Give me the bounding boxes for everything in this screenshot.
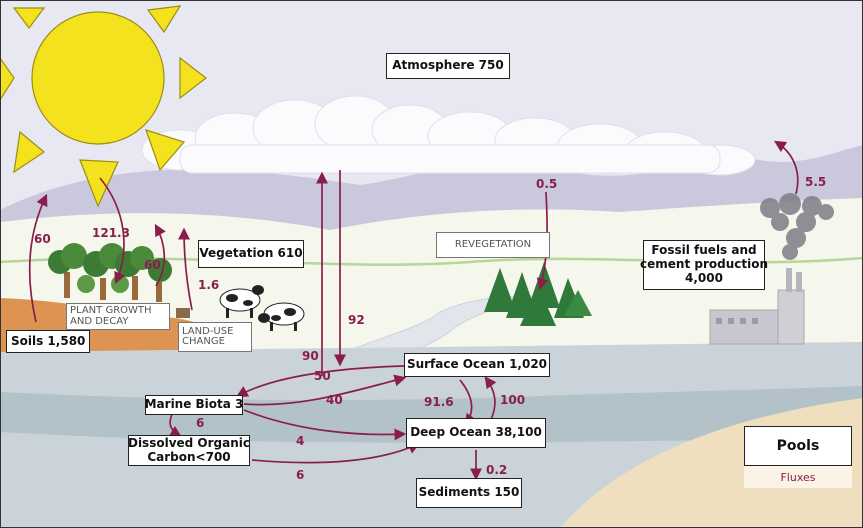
label-plant-growth-line1: PLANT GROWTH [70,305,152,316]
flux-biota-to-surface: 40 [326,393,343,407]
pool-soils-label: Soils 1,580 [11,333,86,348]
legend-pools-label: Pools [776,438,820,454]
flux-soil-respiration: 60 [34,232,51,246]
pool-fossil-fuels-line1: Fossil fuels and [651,243,757,258]
flux-deep-to-sediments: 0.2 [486,463,508,477]
pool-vegetation-label: Vegetation 610 [199,246,303,261]
flux-revegetation: 0.5 [536,177,558,191]
pine-trees-icon [484,262,592,326]
arrow-biota-to-doc [168,413,183,438]
cattle-icon [219,285,305,331]
arrow-fossil-emissions [773,140,799,195]
arrow-photosynthesis [99,177,126,285]
arrow-surface-to-biota [235,365,405,398]
land [0,198,863,360]
forest-icon [48,243,190,318]
label-plant-growth-and-decay: PLANT GROWTH AND DECAY [66,303,170,330]
label-land-use-line1: LAND-USE [182,325,234,337]
flux-surface-to-biota: 50 [314,369,331,383]
label-revegetation: REVEGETATION [436,232,550,258]
pool-doc-line1: Dissolved Organic [127,435,251,450]
label-land-use-line2: CHANGE [182,336,225,347]
label-land-use-change: LAND-USE CHANGE [178,322,252,352]
pool-vegetation: Vegetation 610 [198,240,304,268]
flux-deep-to-surface: 100 [500,393,526,407]
flux-biota-to-deep: 4 [296,434,305,448]
pool-surface-ocean-label: Surface Ocean 1,020 [406,357,548,372]
flux-land-use-change: 1.6 [198,278,220,292]
flux-surface-to-deep: 91.6 [424,395,454,409]
arrow-doc-to-deep [251,442,421,464]
label-revegetation-text: REVEGETATION [454,238,532,250]
pool-deep-ocean-label: Deep Ocean 38,100 [410,425,542,440]
factory-icon [709,193,834,345]
legend-fluxes: Fluxes [744,466,852,488]
flux-photosynthesis: 121.3 [92,226,130,240]
pool-sediments: Sediments 150 [416,478,522,508]
flux-ocean-release: 90 [302,349,319,363]
pool-sediments-label: Sediments 150 [418,485,520,500]
pool-marine-biota-label: Marine Biota 3 [144,397,244,412]
flux-arrows [28,140,799,481]
flux-ocean-uptake: 92 [348,313,365,327]
pool-dissolved-organic-carbon: Dissolved Organic Carbon<700 [128,435,250,466]
flux-plant-respiration: 60 [144,258,161,272]
flux-biota-to-doc: 6 [196,416,205,430]
legend-fluxes-label: Fluxes [780,470,816,484]
arrow-deep-to-surface [484,376,497,423]
clouds [141,95,756,176]
arrow-biota-to-surface [243,374,407,406]
arrow-plant-respiration [154,223,166,287]
arrow-land-use [178,227,193,311]
pool-deep-ocean: Deep Ocean 38,100 [406,418,546,448]
pool-atmosphere: Atmosphere 750 [386,53,510,79]
pool-doc-line2: Carbon<700 [147,449,231,464]
label-plant-growth-line2: AND DECAY [70,315,129,327]
arrow-soil-respiration [28,193,48,323]
pool-surface-ocean: Surface Ocean 1,020 [404,353,550,377]
pool-soils: Soils 1,580 [6,330,90,353]
flux-doc-to-deep: 6 [296,468,305,482]
legend-pools: Pools [744,426,852,466]
pool-fossil-fuels: Fossil fuels and cement production 4,000 [640,240,768,290]
pool-marine-biota: Marine Biota 3 [145,395,243,415]
pool-fossil-fuels-value: 4,000 [685,270,723,285]
sun-icon [0,5,207,208]
pool-fossil-fuels-line2: cement production [640,257,768,272]
legend: Pools Fluxes [744,426,852,490]
flux-fossil-emissions: 5.5 [805,175,827,189]
arrow-biota-to-deep [243,409,407,441]
pool-atmosphere-label: Atmosphere 750 [392,58,504,73]
